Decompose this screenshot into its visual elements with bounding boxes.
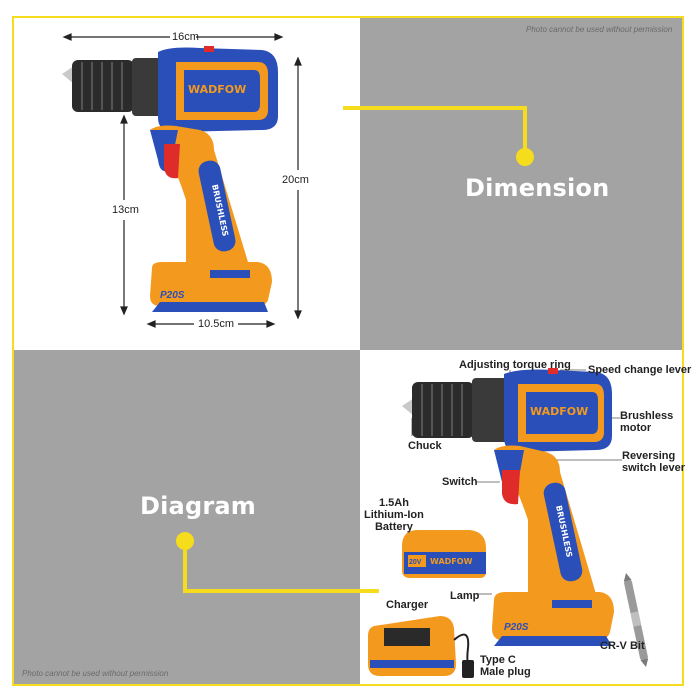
callout-torque-ring: Adjusting torque ring [459,359,571,371]
callout-switch: Switch [442,476,478,488]
dimension-width-top: 16cm [172,31,199,43]
diagram-connector-h [183,589,379,593]
callout-charger: Charger [386,599,429,611]
svg-text:20V: 20V [409,559,422,566]
callout-battery: 1.5Ah Lithium-Ion Battery [364,497,424,533]
callout-lamp: Lamp [450,590,480,602]
watermark-top: Photo cannot be used without permission [526,25,673,34]
dimension-width-base: 10.5cm [198,318,235,330]
watermark-bottom: Photo cannot be used without permission [22,669,169,678]
callout-bit: CR-V Bit [600,640,645,652]
callout-chuck: Chuck [408,440,442,452]
callout-reversing: Reversing switch lever [622,450,685,474]
dimension-connector-h [343,106,525,110]
outer-frame [12,16,684,686]
svg-text:WADFOW: WADFOW [530,405,588,418]
dimension-connector-v [523,106,527,156]
callout-speed-lever: Speed change lever [588,364,692,376]
svg-text:P20S: P20S [160,290,185,301]
diagram-title: Diagram [140,492,256,520]
callout-plug: Type C Male plug [480,654,531,678]
dimension-height-handle: 13cm [112,204,139,216]
dimension-dot [516,148,534,166]
dimension-height-total: 20cm [282,174,309,186]
callout-motor: Brushless motor [620,410,674,434]
dimension-title: Dimension [465,174,610,202]
diagram-label-panel [14,350,360,684]
diagram-connector-v [183,540,187,592]
dimension-label-panel [360,18,682,350]
svg-text:WADFOW: WADFOW [430,557,473,566]
svg-text:P20S: P20S [504,622,529,633]
svg-text:WADFOW: WADFOW [188,83,246,96]
